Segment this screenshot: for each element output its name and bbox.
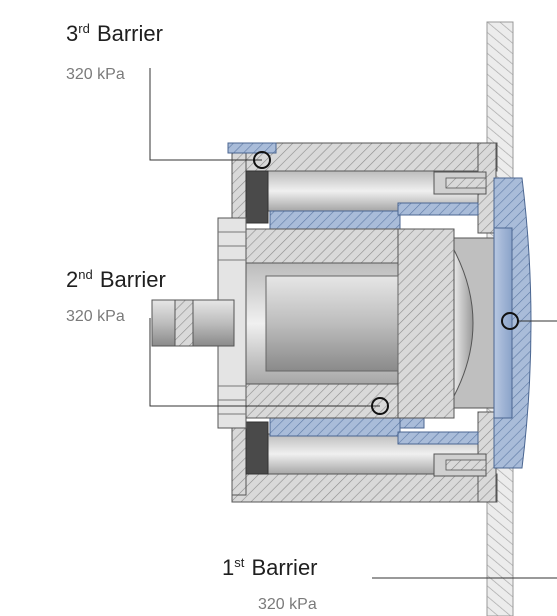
barrier-1-suffix: st — [234, 555, 245, 570]
barrier-3-label: 3rd Barrier — [66, 17, 163, 46]
barrier-1-pressure: 320 kPa — [258, 596, 317, 613]
inner-sleeve — [245, 228, 455, 419]
barrier-1-ordinal: 1 — [222, 555, 235, 580]
barrier-3-ordinal: 3 — [66, 21, 79, 46]
shaft — [151, 262, 399, 385]
barrier-1-name: Barrier — [251, 555, 318, 580]
barrier-2-label: 2nd Barrier — [66, 263, 166, 292]
barrier-2-ordinal: 2 — [66, 267, 79, 292]
barrier-3-name: Barrier — [96, 21, 163, 46]
barrier-3-pressure: 320 kPa — [66, 66, 125, 83]
barrier-3-suffix: rd — [78, 21, 90, 36]
leader-barrier-2 — [149, 318, 389, 415]
front-face-seal — [493, 177, 532, 469]
barrier-2-pressure: 320 kPa — [66, 308, 125, 325]
leader-barrier-1 — [372, 312, 557, 579]
barrier-3-marker — [253, 151, 271, 169]
leader-barrier-3 — [149, 68, 271, 169]
barrier-1-marker — [501, 312, 519, 330]
barrier-2-name: Barrier — [99, 267, 166, 292]
barrier-2-suffix: nd — [78, 267, 93, 282]
diffuser-cone — [453, 237, 495, 409]
barrier-1-label: 1st Barrier — [222, 551, 318, 580]
bolts — [433, 171, 487, 477]
barrier-2-marker — [371, 397, 389, 415]
